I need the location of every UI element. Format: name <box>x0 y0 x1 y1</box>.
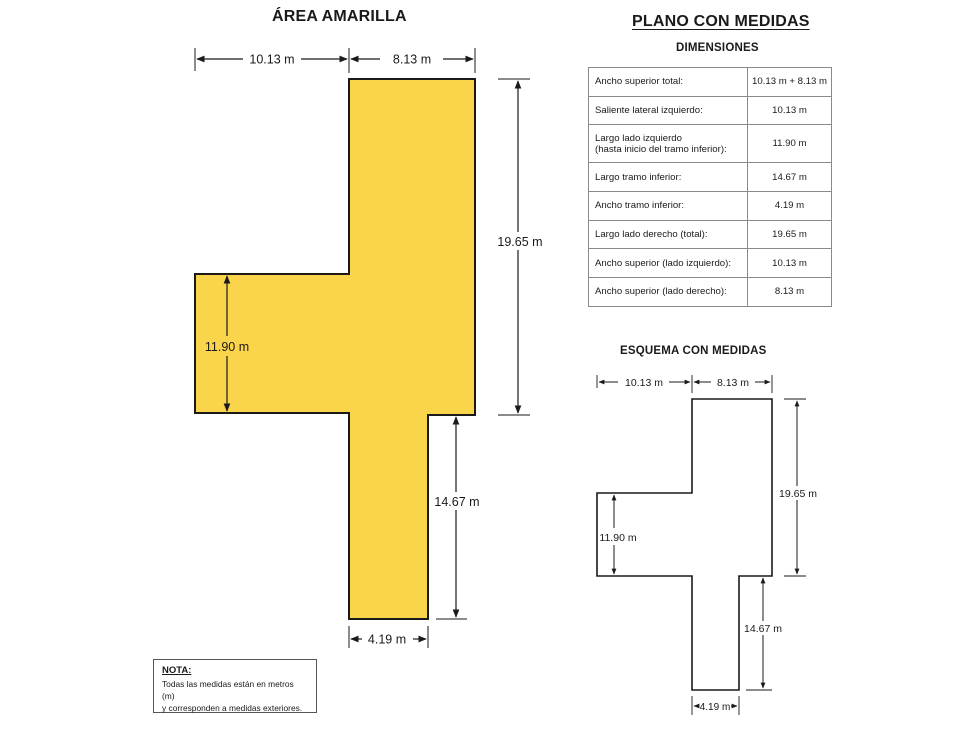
dim-lower-right: 14.67 m <box>432 416 484 618</box>
row-value: 10.13 m <box>747 95 832 126</box>
sketch-dim-right-total-label: 19.65 m <box>779 488 817 500</box>
plan-title: PLANO CON MEDIDAS <box>632 13 810 30</box>
yellow-area-shape <box>194 78 476 620</box>
dim-top-right-label: 8.13 m <box>393 53 431 67</box>
dimensions-heading: DIMENSIONES <box>676 42 759 54</box>
row-label: Ancho superior (lado izquierdo): <box>588 248 748 279</box>
sketch-dim-left-side-label: 11.90 m <box>599 532 636 544</box>
row-value: 10.13 m <box>747 248 832 279</box>
sketch-dim-lower-right: 14.67 m <box>743 577 785 689</box>
note-title: NOTA: <box>162 665 192 676</box>
row-value: 8.13 m <box>747 277 832 307</box>
dim-right-total: 19.65 m <box>494 80 546 414</box>
row-label-multiline: Largo lado izquierdo (hasta inicio del t… <box>588 124 748 164</box>
main-extension-lines <box>194 48 530 648</box>
note-box: NOTA: Todas las medidas están en metros … <box>153 659 317 713</box>
row-label: Ancho tramo inferior: <box>588 191 748 221</box>
row-value: 19.65 m <box>747 219 832 250</box>
sketch-extension-lines <box>596 375 806 715</box>
table-row: Saliente lateral izquierdo: 10.13 m <box>588 95 832 126</box>
row-label: Largo lado derecho (total): <box>588 219 748 250</box>
dimensions-table: Ancho superior total: 10.13 m + 8.13 m S… <box>588 67 832 307</box>
table-row: Largo tramo inferior: 14.67 m <box>588 162 832 193</box>
dim-bottom-label: 4.19 m <box>368 633 406 647</box>
row-label: Largo lado izquierdo <box>595 132 682 144</box>
sketch-heading: ESQUEMA CON MEDIDAS <box>620 345 767 357</box>
dim-left-side-label: 11.90 m <box>205 340 249 354</box>
yellow-area-title: ÁREA AMARILLA <box>272 8 407 25</box>
row-value: 4.19 m <box>747 191 832 221</box>
note-line-2: y corresponden a medidas exteriores. <box>162 703 303 713</box>
sketch-dim-bottom-label: 4.19 m <box>700 702 731 713</box>
row-value: 10.13 m + 8.13 m <box>747 67 832 97</box>
dim-top-left-label: 10.13 m <box>249 53 294 67</box>
sketch-dim-top-right-label: 8.13 m <box>717 377 749 389</box>
dim-top-left: 10.13 m <box>196 53 348 67</box>
table-row: Ancho superior total: 10.13 m + 8.13 m <box>588 67 832 97</box>
table-row: Ancho superior (lado derecho): 8.13 m <box>588 277 832 307</box>
table-row: Ancho superior (lado izquierdo): 10.13 m <box>588 248 832 279</box>
sketch-dim-right-total: 19.65 m <box>777 400 819 575</box>
sketch-dim-top-left-label: 10.13 m <box>625 377 663 389</box>
dim-left-side: 11.90 m <box>205 275 249 412</box>
row-label: Ancho superior total: <box>588 67 748 97</box>
sketch-dim-left-side: 11.90 m <box>599 494 637 575</box>
sketch-shape <box>596 398 773 691</box>
table-row: Largo lado derecho (total): 19.65 m <box>588 219 832 250</box>
table-row: Ancho tramo inferior: 4.19 m <box>588 191 832 221</box>
dim-right-total-label: 19.65 m <box>497 235 542 249</box>
sketch-dim-top-left: 10.13 m <box>598 377 691 389</box>
row-label: Largo tramo inferior: <box>588 162 748 193</box>
sketch-dim-bottom: 4.19 m <box>693 702 738 713</box>
dim-lower-right-label: 14.67 m <box>434 495 479 509</box>
dim-bottom: 4.19 m <box>350 633 427 647</box>
table-row: Largo lado izquierdo (hasta inicio del t… <box>588 124 832 164</box>
row-value: 11.90 m <box>747 124 832 164</box>
sketch-dim-lower-right-label: 14.67 m <box>744 623 782 635</box>
sketch-dim-top-right: 8.13 m <box>693 377 771 389</box>
row-label: Saliente lateral izquierdo: <box>588 95 748 126</box>
note-line-1: Todas las medidas están en metros (m) <box>162 679 294 701</box>
row-label-sub: (hasta inicio del tramo inferior): <box>595 143 727 155</box>
dim-top-right: 8.13 m <box>350 53 474 67</box>
row-label: Ancho superior (lado derecho): <box>588 277 748 307</box>
row-value: 14.67 m <box>747 162 832 193</box>
